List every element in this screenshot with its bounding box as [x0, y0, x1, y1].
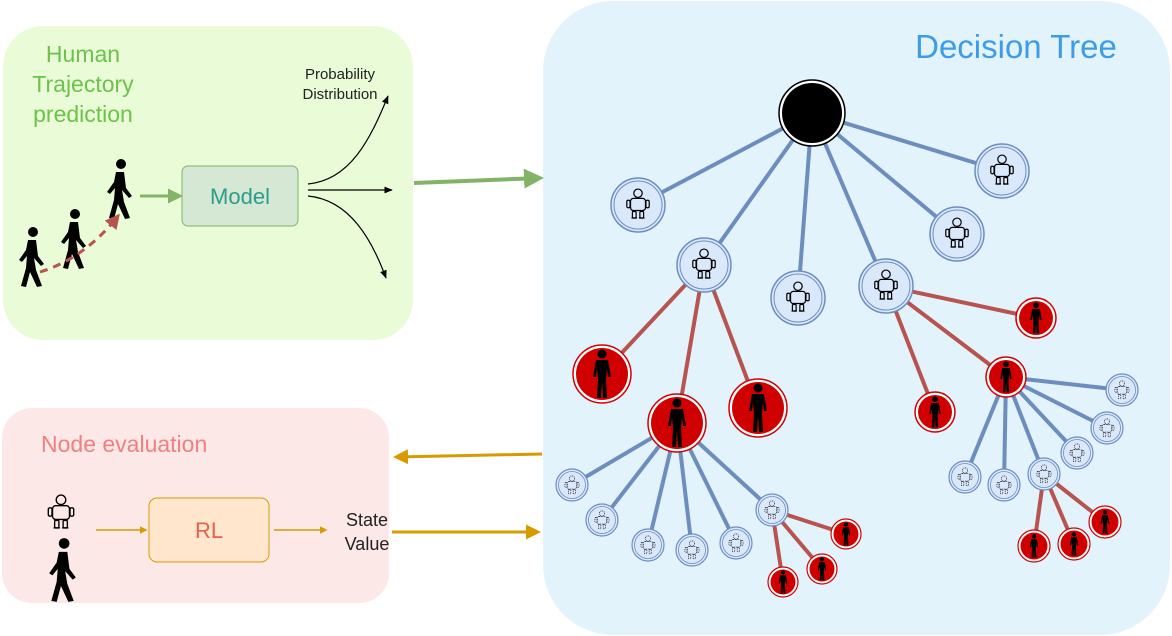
trajectory-title-line-1: Human	[46, 41, 120, 67]
human-node	[647, 393, 707, 453]
evaluation-title: Node evaluation	[41, 431, 207, 457]
human-node	[830, 518, 862, 550]
robot-node	[755, 493, 789, 527]
robot-node	[555, 468, 589, 502]
human-node	[1088, 505, 1122, 539]
human-node	[1017, 529, 1051, 563]
probability-label-line-2: Distribution	[302, 86, 377, 103]
robot-node	[610, 177, 666, 233]
trajectory-title-line-2: Trajectory	[32, 71, 134, 97]
human-node	[1015, 297, 1057, 339]
robot-node	[675, 533, 709, 567]
human-node	[985, 356, 1027, 398]
robot-node	[676, 237, 732, 293]
human-node	[806, 553, 838, 585]
robot-node	[1105, 373, 1139, 407]
state-value-label-line-2: Value	[345, 534, 390, 554]
trajectory-to-tree-arrow	[413, 168, 544, 189]
probability-label-line-1: Probability	[305, 66, 376, 83]
human-node	[767, 566, 799, 598]
robot-node	[987, 468, 1021, 502]
rl-label: RL	[195, 518, 223, 543]
model-box	[181, 165, 299, 227]
robot-node	[858, 258, 914, 314]
trajectory-title-line-3: prediction	[33, 101, 133, 127]
model-label: Model	[210, 184, 270, 209]
robot-node	[585, 503, 619, 537]
tree-to-evaluation-arrow	[393, 449, 543, 465]
human-node	[728, 378, 788, 438]
distribution-arrow-down	[307, 195, 387, 279]
robot-node	[974, 143, 1030, 199]
rl-box	[148, 497, 270, 563]
robot-node	[948, 460, 982, 494]
state-value-label-line-1: State	[346, 510, 388, 530]
robot-node	[1060, 436, 1094, 470]
robot-node	[1090, 411, 1124, 445]
human-node	[914, 391, 956, 433]
robot-node	[1027, 457, 1061, 491]
root-node-core	[782, 83, 842, 143]
robot-node	[929, 206, 985, 262]
distribution-arrow-up	[307, 95, 389, 185]
trajectory-dashed-arrow	[39, 213, 120, 274]
robot-node	[631, 528, 665, 562]
human-node	[572, 344, 632, 404]
robot-node	[770, 270, 826, 326]
tree-title: Decision Tree	[915, 28, 1117, 65]
human-node	[1057, 527, 1091, 561]
robot-node	[719, 526, 753, 560]
